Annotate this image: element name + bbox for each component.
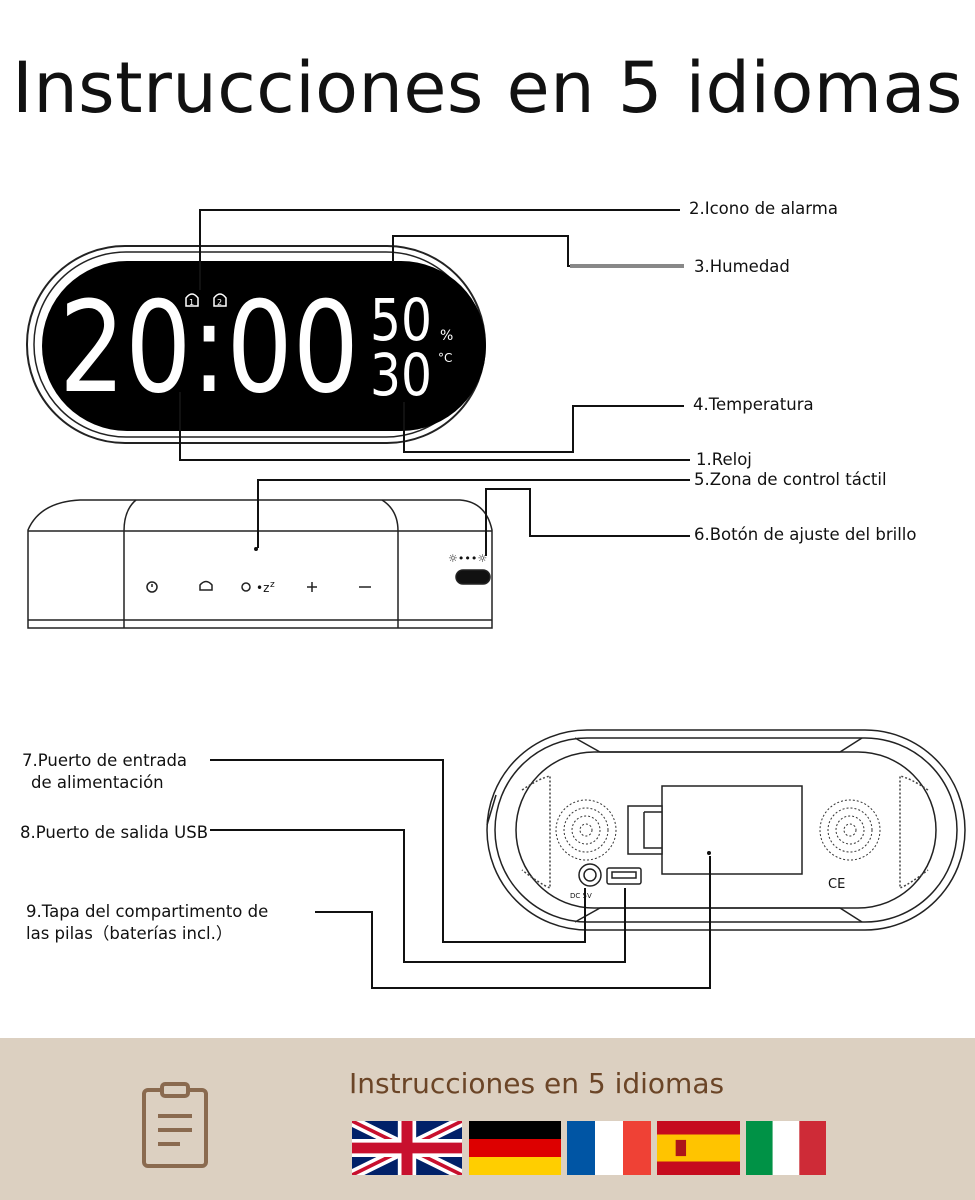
label-brightness-button: 6.Botón de ajuste del brillo [694, 525, 916, 544]
humidity-readout: 50 [370, 286, 432, 354]
label-power-port-line2: de alimentación [31, 773, 164, 792]
italian-flag [746, 1121, 826, 1175]
label-clock: 1.Reloj [696, 450, 752, 469]
left-speaker-icon [555, 799, 617, 861]
temperature-readout: 30 [370, 341, 432, 409]
lcd-screen [42, 261, 486, 431]
page-title: Instrucciones en 5 idiomas [12, 47, 963, 129]
right-speaker-icon [819, 799, 881, 861]
clock-top-view: •z z ☼•••☼ [27, 499, 493, 629]
sun-snooze-icon [241, 582, 251, 592]
dc-port-icon [578, 863, 602, 887]
svg-text:z: z [270, 580, 275, 590]
callout-lines [179, 209, 711, 989]
alarm-1-icon: 1 [185, 293, 199, 307]
bell-icon [199, 580, 213, 591]
french-flag [567, 1121, 651, 1175]
usb-port-icon [606, 867, 642, 885]
label-temperature: 4.Temperatura [693, 395, 814, 414]
brightness-slider [455, 569, 491, 585]
ce-mark-icon: CE [828, 877, 845, 892]
svg-text:DC 5V: DC 5V [570, 892, 592, 900]
battery-cover [661, 785, 803, 875]
spanish-flag [657, 1121, 740, 1175]
product-diagram: 20:00 50 % 30 °C 1 2 •z z [20, 199, 966, 989]
uk-flag [352, 1121, 462, 1175]
clock-front-view: 20:00 50 % 30 °C 1 2 [26, 245, 486, 444]
svg-text:•z: •z [256, 581, 269, 595]
alarm-clock-icon [146, 581, 158, 593]
label-humidity: 3.Humedad [694, 257, 790, 276]
alarm-2-icon: 2 [213, 293, 227, 307]
svg-text:2: 2 [217, 298, 222, 307]
label-alarm-icon: 2.Icono de alarma [689, 199, 838, 218]
time-readout: 20:00 [59, 274, 359, 421]
label-usb-port: 8.Puerto de salida USB [20, 823, 208, 842]
label-battery-cover-line1: 9.Tapa del compartimento de [26, 902, 268, 921]
humidity-unit: % [440, 328, 453, 344]
label-touch-zone: 5.Zona de control táctil [694, 470, 887, 489]
german-flag [469, 1121, 561, 1175]
svg-text:☼•••☼: ☼•••☼ [448, 552, 487, 565]
clock-back-view: DC 5V CE [486, 729, 966, 931]
label-battery-cover-line2: las pilas（baterías incl.） [26, 924, 232, 943]
clipboard-icon [142, 1082, 208, 1168]
svg-text:1: 1 [189, 298, 194, 307]
footer-title: Instrucciones en 5 idiomas [349, 1067, 725, 1100]
label-power-port-line1: 7.Puerto de entrada [22, 751, 187, 770]
temperature-unit: °C [438, 351, 452, 365]
